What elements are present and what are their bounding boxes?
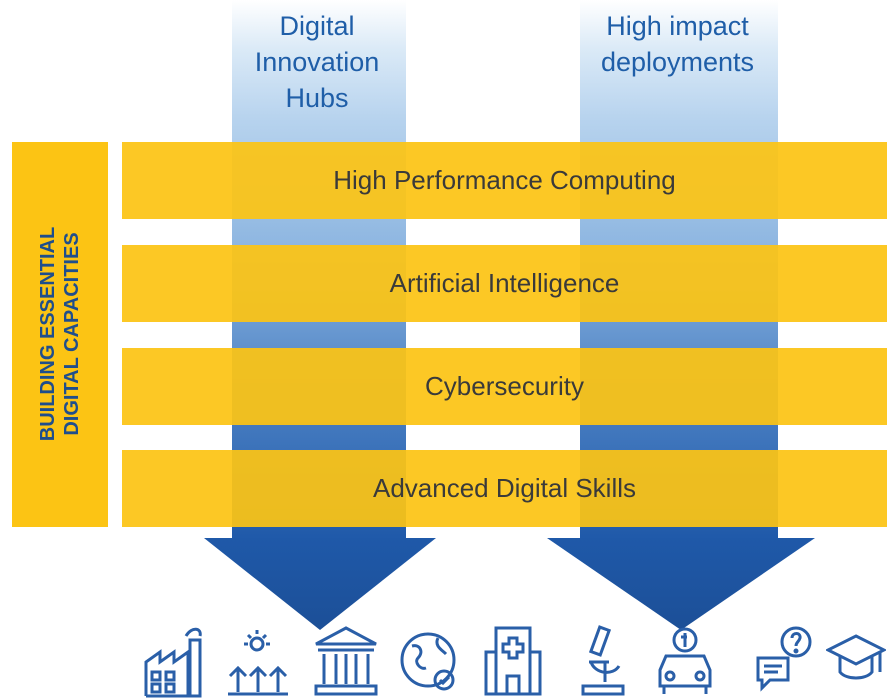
band-high-performance-computing: High Performance Computing	[122, 142, 887, 219]
connected-car-icon	[658, 627, 712, 694]
band-advanced-digital-skills: Advanced Digital Skills	[122, 450, 887, 527]
icon-row	[0, 622, 887, 700]
arrow-head-left	[204, 538, 436, 630]
sidebar-building-essential-digital-capacities: BUILDING ESSENTIAL DIGITAL CAPACITIES	[12, 142, 108, 527]
hospital-icon	[484, 626, 542, 696]
factory-icon	[144, 627, 202, 698]
band-cybersecurity: Cybersecurity	[122, 348, 887, 425]
band-artificial-intelligence: Artificial Intelligence	[122, 245, 887, 322]
help-chat-icon	[756, 626, 812, 692]
column-title-high-impact-deployments: High impact deployments	[600, 11, 755, 77]
column-title-digital-innovation-hubs: Digital Innovation Hubs	[254, 11, 380, 113]
graduation-cap-icon	[826, 634, 886, 680]
sidebar-label: BUILDING ESSENTIAL DIGITAL CAPACITIES	[37, 226, 83, 442]
smart-farming-icon	[228, 630, 288, 696]
public-building-icon	[314, 626, 378, 696]
microscope-icon	[581, 625, 625, 696]
globe-icon	[400, 632, 456, 691]
arrow-head-right	[547, 538, 815, 630]
